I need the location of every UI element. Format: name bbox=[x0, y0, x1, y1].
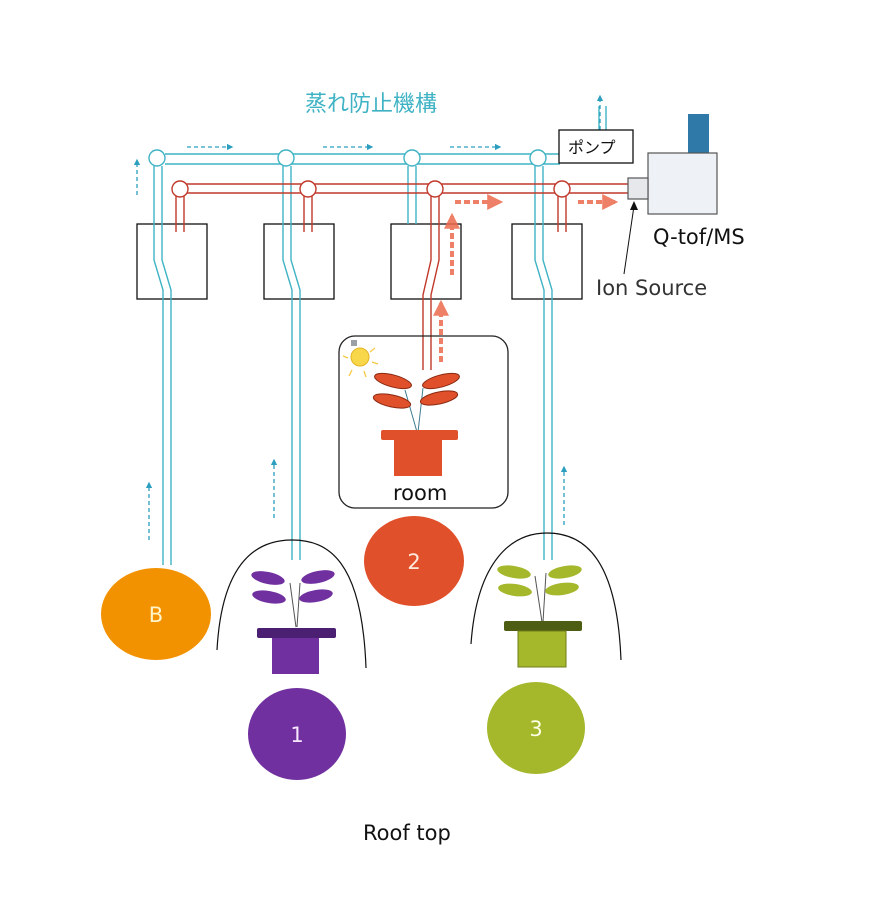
sample-2-label: 2 bbox=[407, 550, 420, 574]
sample-b-label: B bbox=[149, 603, 163, 627]
chamber-b bbox=[136, 223, 208, 300]
light-bulb-icon bbox=[342, 340, 379, 378]
pump-label: ポンプ bbox=[568, 138, 616, 157]
instrument-top-block bbox=[688, 114, 709, 156]
dome-1 bbox=[216, 539, 367, 669]
blue-flow-arrows bbox=[133, 94, 604, 540]
ion-source-block bbox=[627, 177, 649, 200]
blue-manifold bbox=[148, 106, 607, 565]
plant-3 bbox=[497, 565, 582, 668]
dome-3 bbox=[470, 532, 622, 661]
room-label: room bbox=[393, 481, 447, 505]
sample-1-marker bbox=[248, 688, 346, 780]
chamber-2 bbox=[390, 223, 462, 300]
chamber-3 bbox=[511, 223, 583, 300]
red-manifold bbox=[171, 180, 628, 370]
pump-box bbox=[558, 129, 634, 164]
instrument-label: Q-tof/MS bbox=[653, 225, 745, 249]
chambers bbox=[136, 223, 583, 300]
plant-1 bbox=[251, 570, 336, 674]
plant-2 bbox=[372, 372, 460, 476]
ion-source-pointer-head bbox=[630, 201, 638, 210]
instrument-body bbox=[647, 152, 718, 215]
sample-3-label: 3 bbox=[529, 717, 542, 741]
sample-1-label: 1 bbox=[290, 723, 303, 747]
roof-top-label: Roof top bbox=[363, 821, 451, 845]
ion-source-pointer bbox=[623, 205, 635, 275]
red-flow-arrows bbox=[433, 194, 619, 362]
sample-2-marker bbox=[364, 516, 464, 606]
sample-3-marker bbox=[487, 682, 585, 774]
title-label: 蒸れ防止機構 bbox=[305, 92, 437, 117]
room-enclosure bbox=[338, 335, 509, 509]
q-tof-ms-instrument bbox=[627, 114, 718, 215]
sample-b-marker bbox=[101, 568, 211, 660]
ion-source-label: Ion Source bbox=[596, 276, 707, 300]
